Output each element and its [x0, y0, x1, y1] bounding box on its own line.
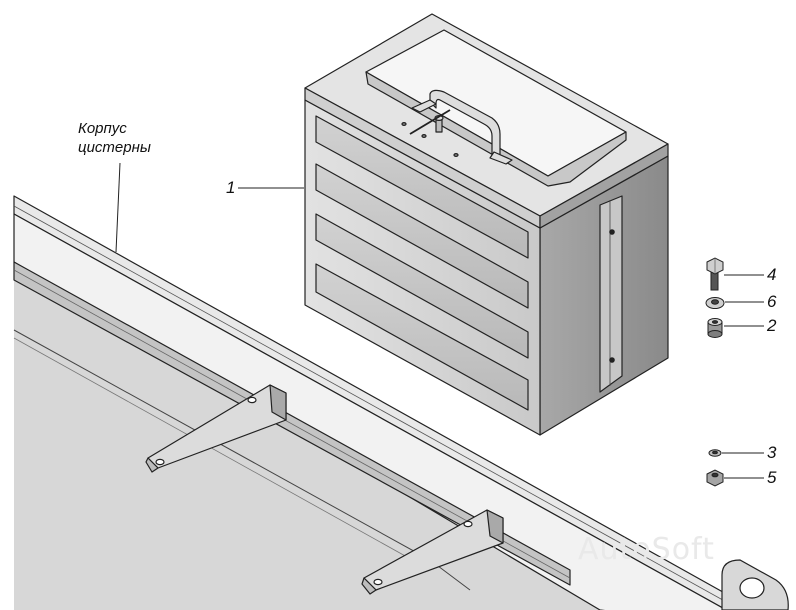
callout-1: 1 [226, 178, 236, 197]
callout-5: 5 [767, 468, 777, 487]
callout-3: 3 [767, 443, 777, 462]
lid-handle [411, 89, 513, 165]
bracket-right [361, 509, 504, 595]
body-label-line1: Корпус [78, 120, 127, 137]
bushing-part [707, 318, 723, 338]
washer-part [705, 297, 725, 309]
beam-step [13, 261, 571, 586]
tank-body-frame [13, 195, 731, 610]
callout-6: 6 [767, 292, 777, 311]
lifting-eye [721, 559, 789, 610]
body-label-line2: цистерны [78, 139, 151, 156]
bolt-part [706, 257, 724, 291]
watermark: AutoSoft [578, 532, 715, 567]
top-rail [13, 195, 731, 610]
spring-washer-part [708, 449, 722, 457]
nut-part [706, 469, 724, 487]
bracket-left [145, 384, 287, 473]
body-leader [115, 162, 121, 253]
side-strap [599, 195, 623, 393]
callout-4: 4 [767, 265, 777, 284]
front-panels [315, 115, 529, 411]
beam-face [13, 213, 728, 610]
battery-box [304, 13, 669, 436]
callout-2: 2 [767, 316, 777, 335]
